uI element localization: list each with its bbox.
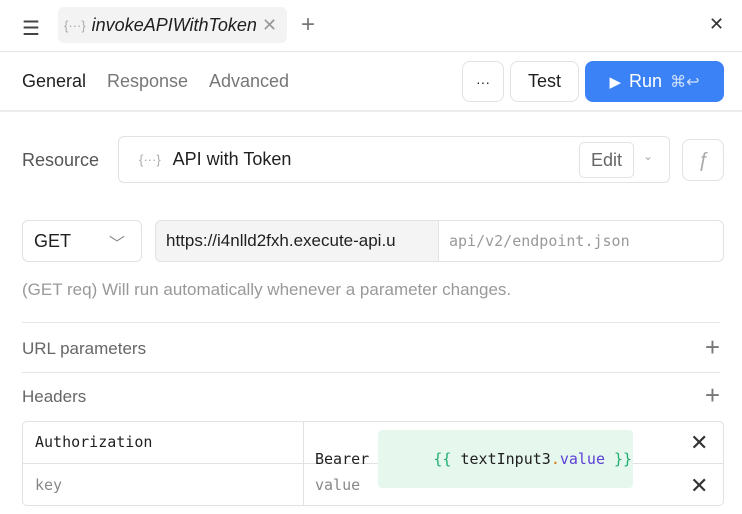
header-key-input[interactable]: key [35, 476, 63, 494]
add-url-parameter-icon[interactable]: + [704, 332, 720, 362]
run-hint: (GET req) Will run automatically wheneve… [22, 280, 512, 299]
url-input[interactable]: https://i4nlld2fxh.execute-api.u api/v2/… [155, 220, 724, 262]
add-header-icon[interactable]: + [704, 380, 720, 410]
tab-active[interactable]: {···} invokeAPIWithToken ✕ [58, 7, 287, 43]
base-url: https://i4nlld2fxh.execute-api.u [156, 221, 439, 261]
template-expression: {{ textInput3.value }} [378, 430, 634, 488]
tab-title: invokeAPIWithToken [91, 14, 257, 35]
template-object: textInput3 [460, 450, 551, 468]
resource-select[interactable]: {···} API with Token Edit ⌄ [118, 136, 670, 183]
menu-icon[interactable]: ☰ [22, 18, 40, 40]
resource-label: Resource [22, 150, 100, 170]
header-key[interactable]: Authorization [35, 433, 153, 451]
method-value: GET [34, 230, 72, 251]
tab-response[interactable]: Response [107, 71, 189, 91]
headers-label: Headers [22, 387, 87, 406]
tab-general[interactable]: General [22, 71, 87, 91]
resource-braces-icon: {···} [139, 152, 161, 167]
test-button[interactable]: Test [510, 61, 579, 102]
header-value[interactable]: Bearer {{ textInput3.value }} [315, 430, 634, 488]
chevron-down-icon: ﹀ [109, 236, 126, 253]
run-button[interactable]: ▶ Run ⌘↩ [585, 61, 724, 102]
close-panel-icon[interactable]: ✕ [709, 14, 725, 34]
more-button[interactable]: ··· [462, 61, 504, 102]
bearer-text: Bearer [315, 450, 379, 468]
close-tab-icon[interactable]: ✕ [261, 14, 278, 35]
url-parameters-label: URL parameters [22, 339, 147, 358]
add-tab-icon[interactable]: + [301, 11, 316, 38]
run-label: Run [629, 71, 663, 91]
header-value-input[interactable]: value [315, 476, 361, 494]
resource-value: API with Token [172, 149, 292, 169]
resource-braces-icon: {···} [64, 17, 86, 33]
headers-table: Authorization Bearer {{ textInput3.value… [22, 421, 724, 506]
fx-button[interactable]: ƒ [682, 139, 724, 181]
path-input[interactable]: api/v2/endpoint.json [449, 232, 630, 250]
delete-header-icon[interactable]: ✕ [690, 473, 709, 498]
run-shortcut: ⌘↩ [670, 73, 700, 91]
delete-header-icon[interactable]: ✕ [690, 430, 709, 455]
template-close: }} [605, 450, 633, 468]
template-dot: . [550, 450, 560, 468]
tab-advanced[interactable]: Advanced [209, 71, 290, 91]
template-open: {{ [433, 450, 461, 468]
chevron-down-icon[interactable]: ⌄ [643, 149, 654, 163]
play-icon: ▶ [609, 73, 622, 91]
method-select[interactable]: GET ﹀ [22, 220, 142, 262]
template-property: value [559, 450, 605, 468]
edit-resource-button[interactable]: Edit [579, 142, 634, 178]
